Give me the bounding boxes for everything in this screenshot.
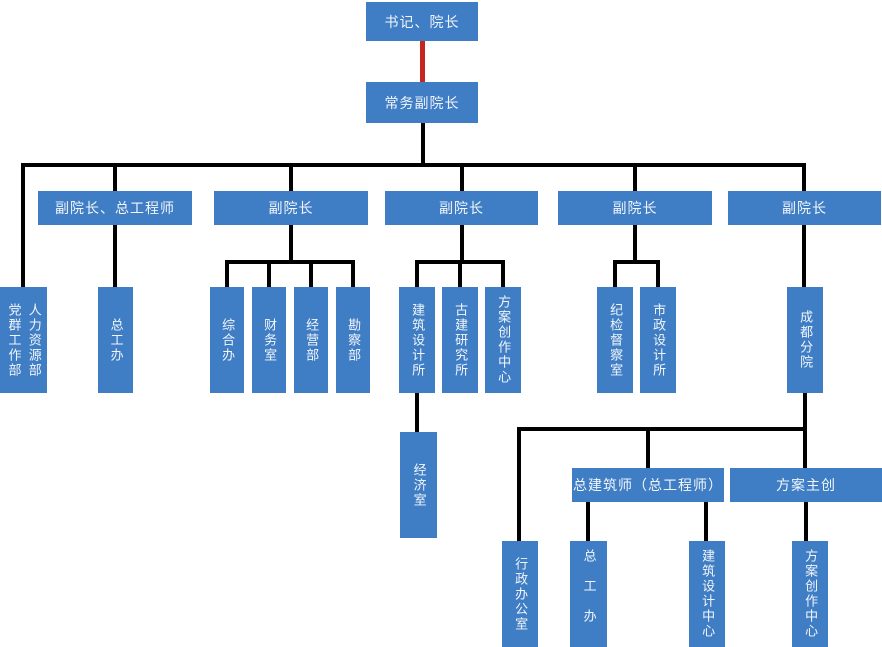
node-party-mass-dept-label: 党群工作部 <box>6 302 22 378</box>
connector-drop-scheme-creation-center <box>501 260 505 288</box>
node-scheme-creation-center: 方案创作中心 <box>485 287 521 393</box>
node-architecture-design-institute-label: 建筑设计所 <box>410 302 426 378</box>
node-scheme-lead: 方案主创 <box>730 468 882 502</box>
connector-drop-vp4 <box>633 163 637 191</box>
connector-drop-general-office <box>225 260 229 288</box>
connector-drop-ancient-building-institute <box>458 260 462 288</box>
connector-vp5-chengdu <box>802 225 806 288</box>
connector-drop-arch-design-institute <box>415 260 419 288</box>
node-chief-architect: 总建筑师（总工程师） <box>572 468 724 502</box>
node-finance-office-label: 财务室 <box>262 317 278 363</box>
connector-drop-chief-architect <box>646 427 650 468</box>
node-president: 书记、院长 <box>366 2 478 41</box>
connector-president-execvp-red <box>420 41 425 82</box>
connector-drop-operations-dept <box>309 260 313 288</box>
connector-vp3-down <box>460 225 464 264</box>
node-scheme-lead-label: 方案主创 <box>776 477 836 493</box>
connector-main-horizontal <box>21 163 806 167</box>
connector-chengdu-horizontal <box>517 427 807 431</box>
connector-group1-horizontal <box>225 260 355 264</box>
node-finance-office: 财务室 <box>252 287 286 393</box>
node-chengdu-branch-label: 成都分院 <box>798 310 814 370</box>
node-chief-architect-label: 总建筑师（总工程师） <box>573 477 723 493</box>
node-vp3: 副院长 <box>385 191 538 225</box>
node-branch-scheme-creation-center-label: 方案创作中心 <box>803 549 819 639</box>
node-discipline-inspection-office: 纪检督察室 <box>597 287 633 393</box>
node-vp4: 副院长 <box>558 191 712 225</box>
node-branch-scheme-creation-center: 方案创作中心 <box>792 541 828 647</box>
node-discipline-inspection-office-label: 纪检督察室 <box>608 302 624 378</box>
connector-drop-vp2 <box>289 163 293 191</box>
node-branch-chief-engineer-office-label: 总工办 <box>581 549 597 639</box>
connector-drop-municipal-institute <box>656 260 660 288</box>
connector-vp4-down <box>633 225 637 264</box>
node-ancient-building-research-institute-label: 古建研究所 <box>453 302 469 378</box>
connector-drop-discipline-office <box>613 260 617 288</box>
node-general-office: 综合办 <box>210 287 244 393</box>
node-vp2-label: 副院长 <box>268 200 314 216</box>
node-ancient-building-research-institute: 古建研究所 <box>442 287 478 393</box>
node-party-mass-and-hr: 党群工作部 人力资源部 <box>0 287 47 393</box>
node-admin-office-label: 行政办公室 <box>513 556 529 632</box>
node-operations-dept-label: 经营部 <box>304 317 320 363</box>
node-architecture-design-center: 建筑设计中心 <box>689 541 725 647</box>
node-vp5: 副院长 <box>728 191 881 225</box>
node-survey-dept-label: 勘察部 <box>346 317 362 363</box>
node-architecture-design-center-label: 建筑设计中心 <box>700 549 716 639</box>
connector-drop-vp3 <box>460 163 464 191</box>
connector-vpce-chief-eng-office <box>113 225 117 288</box>
connector-group3-horizontal <box>613 260 660 264</box>
node-economy-office: 经济室 <box>400 432 437 538</box>
connector-drop-arch-design-center <box>704 502 708 541</box>
connector-drop-branch-chief-eng-office <box>586 502 590 541</box>
node-vp5-label: 副院长 <box>782 200 827 216</box>
node-municipal-design-institute: 市政设计所 <box>640 287 676 393</box>
node-exec-vice-president-label: 常务副院长 <box>384 94 460 111</box>
node-survey-dept: 勘察部 <box>336 287 370 393</box>
node-exec-vice-president: 常务副院长 <box>366 82 478 123</box>
connector-drop-survey-dept <box>351 260 355 288</box>
node-vp-chief-engineer-label: 副院长、总工程师 <box>55 200 175 216</box>
node-chengdu-branch: 成都分院 <box>787 287 823 393</box>
connector-chengdu-down <box>803 393 807 431</box>
connector-drop-admin-office <box>517 427 521 541</box>
node-chief-engineer-office-label: 总工办 <box>108 317 124 363</box>
connector-drop-vp5 <box>802 163 806 191</box>
node-admin-office: 行政办公室 <box>502 541 538 647</box>
node-branch-chief-engineer-office: 总工办 <box>570 541 607 647</box>
node-hr-dept-label: 人力资源部 <box>26 302 42 378</box>
node-economy-office-label: 经济室 <box>411 462 427 508</box>
node-vp3-label: 副院长 <box>439 200 484 216</box>
node-president-label: 书记、院长 <box>384 13 460 30</box>
node-municipal-design-institute-label: 市政设计所 <box>651 302 667 378</box>
connector-vp2-down <box>289 225 293 264</box>
node-scheme-creation-center-label: 方案创作中心 <box>496 295 512 385</box>
connector-drop-party-hr <box>21 163 25 288</box>
node-vp4-label: 副院长 <box>612 200 658 216</box>
node-general-office-label: 综合办 <box>220 317 236 363</box>
node-chief-engineer-office: 总工办 <box>98 287 133 393</box>
node-operations-dept: 经营部 <box>294 287 328 393</box>
node-architecture-design-institute: 建筑设计所 <box>399 287 435 393</box>
connector-drop-vp-chief-engineer <box>113 163 117 191</box>
connector-adi-economy <box>415 393 419 432</box>
connector-drop-branch-scheme-center <box>804 502 808 541</box>
node-vp-chief-engineer: 副院长、总工程师 <box>38 191 192 225</box>
connector-drop-finance-office <box>267 260 271 288</box>
node-vp2: 副院长 <box>214 191 368 225</box>
connector-execvp-down <box>421 123 425 165</box>
connector-drop-scheme-lead <box>803 427 807 468</box>
